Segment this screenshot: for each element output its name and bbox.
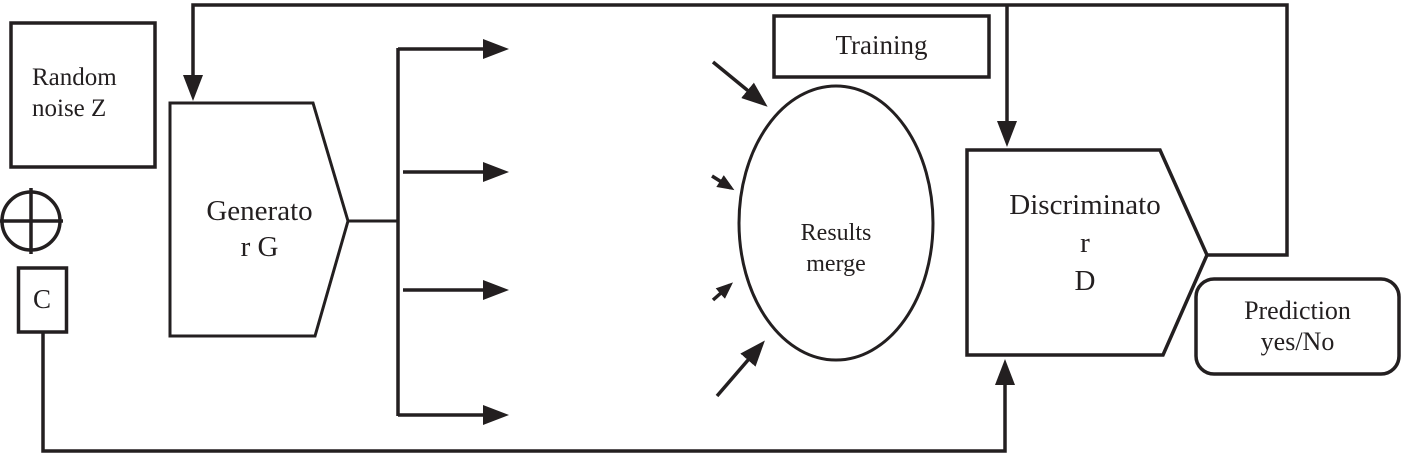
results-merge-line1: Results bbox=[800, 220, 872, 246]
generator-shape bbox=[168, 101, 350, 338]
condition-label: C bbox=[32, 283, 51, 314]
feedback-arrow-to-generator bbox=[183, 3, 1289, 257]
circle-plus-icon bbox=[0, 188, 63, 254]
random-noise-line1: Random bbox=[32, 64, 117, 91]
prediction-line2: yes/No bbox=[1260, 326, 1335, 356]
results-merge-line2: merge bbox=[806, 251, 866, 277]
generator-line2: r G bbox=[240, 231, 279, 263]
generator-label: Generato r G bbox=[171, 193, 348, 265]
condition-box bbox=[16, 266, 69, 334]
merge-input-arrow-3 bbox=[711, 282, 733, 302]
results-merge-ellipse bbox=[737, 84, 935, 362]
discriminator-line2: r bbox=[1080, 227, 1090, 259]
merge-input-arrow-2 bbox=[711, 174, 735, 191]
random-noise-label: Random noise Z bbox=[32, 62, 117, 124]
results-merge-label: Results merge bbox=[739, 218, 933, 280]
prediction-box bbox=[1194, 277, 1401, 376]
random-noise-box bbox=[9, 21, 157, 169]
discriminator-shape bbox=[965, 148, 1209, 357]
discriminator-label: Discriminato r D bbox=[965, 186, 1205, 300]
discriminator-line1: Discriminato bbox=[1009, 189, 1161, 221]
generator-line1: Generato bbox=[206, 195, 313, 227]
condition-feed-arrow bbox=[41, 332, 1015, 453]
discriminator-line3: D bbox=[1074, 265, 1096, 297]
training-box bbox=[772, 14, 991, 79]
merge-input-arrow-4 bbox=[715, 340, 765, 398]
prediction-label: Prediction yes/No bbox=[1196, 279, 1399, 372]
training-label: Training bbox=[835, 30, 928, 60]
merge-input-arrow-1 bbox=[711, 60, 768, 107]
random-noise-line2: noise Z bbox=[32, 95, 107, 122]
prediction-line1: Prediction bbox=[1244, 295, 1351, 325]
